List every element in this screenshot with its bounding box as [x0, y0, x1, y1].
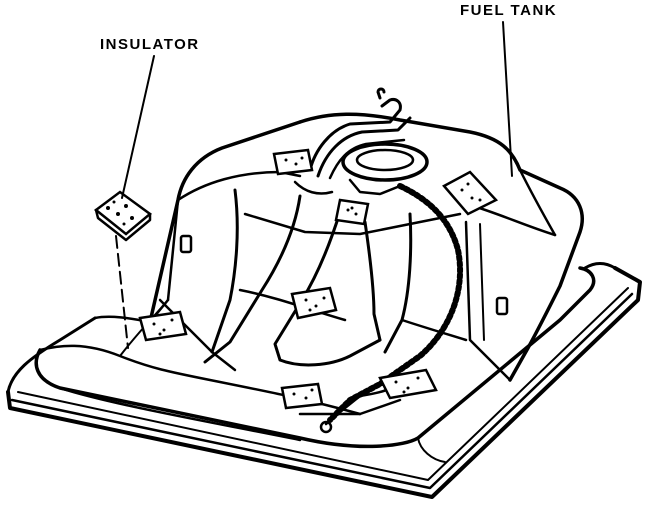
fuel-line: [319, 183, 464, 434]
insulator-pad-front-right: [378, 368, 438, 400]
tank-insulator-pads: [138, 148, 499, 410]
insulator-pad-rear-right: [442, 170, 499, 216]
tank-upper-body: [148, 112, 584, 382]
insulator-pad-front-center: [280, 382, 324, 410]
insulator-pad-center: [290, 286, 338, 320]
insulator-pad-front-left: [138, 310, 188, 342]
insulator-leader-line: [121, 55, 155, 199]
insulator-pad-rear-center: [334, 198, 370, 226]
tank-slots: [179, 234, 509, 316]
insulator-install-dashed-line: [115, 235, 129, 349]
fuel-sender-assembly: [293, 87, 429, 196]
fuel-tank-label: FUEL TANK: [460, 2, 558, 19]
fuel-tank-leader-line: [502, 21, 513, 177]
detached-insulator: [93, 190, 153, 242]
insulator-pad-rear-left: [272, 148, 314, 176]
insulator-label: INSULATOR: [100, 36, 200, 53]
leader-lines: [115, 21, 513, 349]
tank-flange: [6, 262, 642, 499]
